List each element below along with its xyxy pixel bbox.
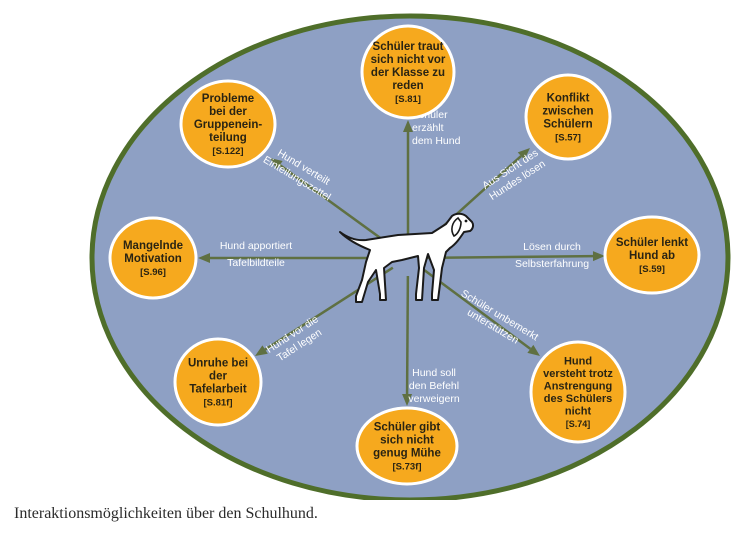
figure-caption: Interaktionsmöglichkeiten über den Schul… [14, 505, 318, 522]
arrow-head [270, 158, 283, 170]
arrow-head [527, 344, 540, 356]
arrow-shaft [264, 266, 394, 351]
arrow-bottom [402, 275, 413, 406]
node-circle [524, 73, 612, 161]
arrow-bottom-left [255, 266, 394, 356]
arrow-label-line: erzählt [412, 122, 444, 134]
node-label-line: Konflikt [547, 93, 590, 105]
arrow-top [403, 120, 413, 240]
node-label-line: Schülern [543, 119, 592, 131]
node-label-line: sich nicht vor [371, 54, 446, 66]
arrow-label-line: dem Hund [412, 135, 461, 147]
arrow-head [517, 148, 530, 160]
arrow-label-line: Tafelbildteile [227, 257, 285, 269]
arrow-head [402, 393, 413, 406]
arrow-head [198, 253, 210, 263]
arrow-left [198, 253, 390, 263]
node-circle [360, 24, 456, 120]
node-label-line: reden [392, 80, 423, 92]
node-label-line: genug Mühe [373, 448, 441, 460]
node-page-ref: [S.73f] [392, 462, 421, 473]
node-label-line: der [209, 371, 227, 383]
node-label-line: Schüler lenkt [616, 237, 688, 249]
node-label-line: bei der [209, 106, 247, 118]
node-page-ref: [S.59] [639, 264, 665, 275]
node-page-ref: [S.96] [140, 267, 166, 278]
node-label-line: Unruhe bei [188, 358, 248, 370]
node-label-line: der Klasse zu [371, 67, 445, 79]
arrow-head [255, 345, 268, 356]
node-page-ref: [S.57] [555, 133, 581, 144]
arrow-label-line: verweigern [408, 393, 460, 405]
arrow-top-left [270, 158, 395, 249]
node-label-line: Anstrengung [544, 381, 612, 393]
node-label-line: sich nicht [380, 435, 434, 447]
node-label-line: nicht [565, 406, 592, 418]
node-circle [173, 337, 263, 427]
node-page-ref: [S.122] [212, 146, 243, 157]
arrow-shaft [278, 164, 395, 249]
arrow-label-line: Selbsterfahrung [515, 258, 589, 270]
arrow-label-line: Hund soll [412, 367, 456, 379]
node-page-ref: [S.81f] [203, 398, 232, 409]
node-label-line: Probleme [202, 93, 254, 105]
node-label-line: Motivation [124, 253, 182, 265]
node-circle [603, 215, 701, 295]
node-circle [529, 340, 627, 444]
node-label-line: Mangelnde [123, 240, 183, 252]
arrow-shaft [425, 254, 594, 260]
node-label-line: des Schülers [544, 393, 612, 405]
node-label-line: versteht trotz [543, 368, 613, 380]
node-label-line: Tafelarbeit [189, 384, 246, 396]
node-label-line: Schüler traut [373, 41, 444, 53]
node-label-line: Gruppenein- [194, 119, 263, 131]
arrow-right [425, 251, 605, 262]
dog-icon [339, 212, 475, 303]
node-label-line: teilung [209, 132, 247, 144]
node-circle [355, 406, 459, 486]
node-label-line: Schüler gibt [374, 422, 441, 434]
arrow-label-line: den Befehl [409, 380, 459, 392]
arrow-head [403, 120, 413, 132]
node-label-line: Hund ab [629, 250, 675, 262]
arrow-label-line: Lösen durch [523, 241, 581, 253]
node-circle [108, 216, 198, 300]
arrow-label-line: Hund apportiert [220, 240, 292, 252]
node-label-line: zwischen [542, 106, 593, 118]
node-label-line: Hund [564, 356, 592, 368]
node-page-ref: [S.74] [566, 419, 591, 429]
arrow-shaft [405, 275, 410, 395]
arrow-head [592, 251, 605, 262]
node-page-ref: [S.81] [395, 94, 421, 105]
node-circle [179, 79, 277, 169]
